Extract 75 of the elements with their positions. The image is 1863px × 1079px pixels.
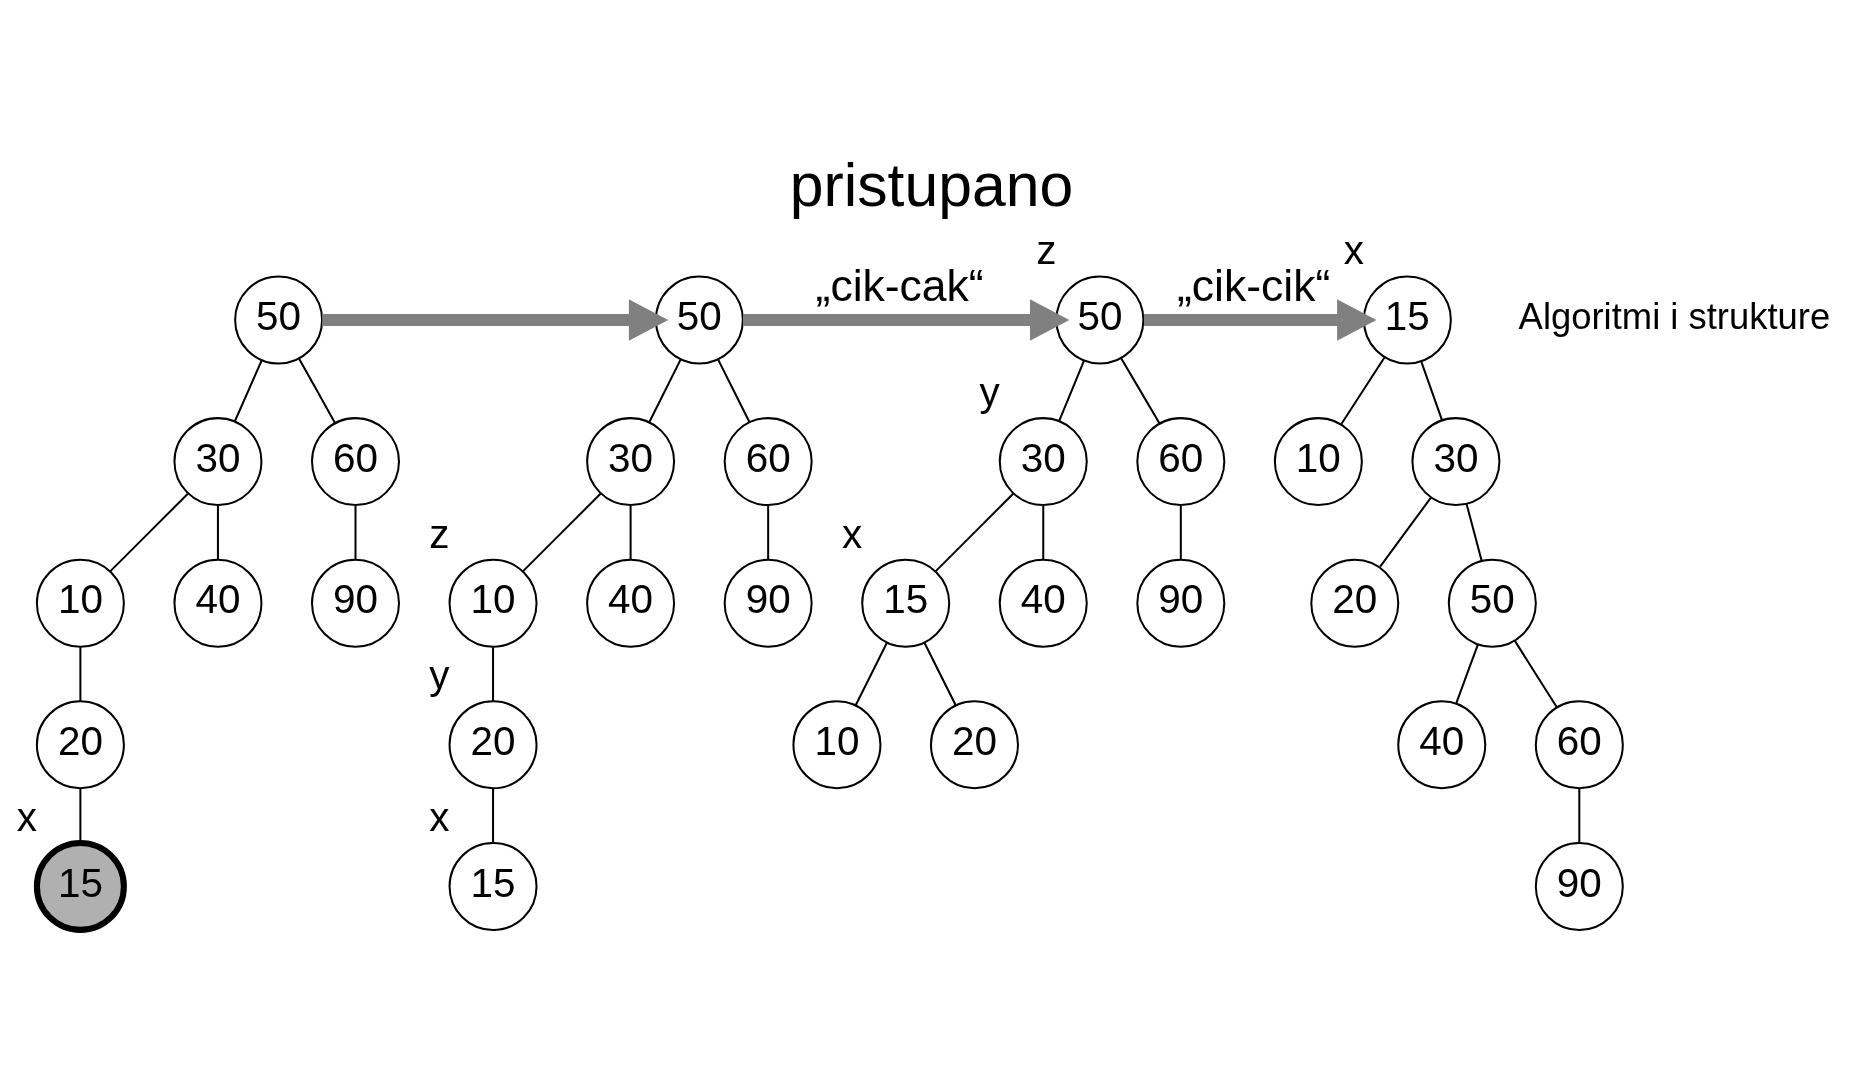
connector: [934, 492, 1015, 573]
connector: [1179, 505, 1182, 560]
node-circle: 90: [1136, 558, 1226, 648]
connector: [629, 505, 632, 560]
node-circle: 20: [35, 700, 125, 790]
connector: [1513, 640, 1558, 708]
node-circle: 10: [792, 700, 882, 790]
connector: [492, 647, 495, 702]
node-circle: 20: [930, 700, 1019, 790]
connector: [1058, 360, 1085, 422]
label: Algoritmi i strukture: [1518, 295, 1831, 337]
node-label: z: [429, 510, 450, 557]
connector: [1120, 357, 1161, 424]
connector: [109, 492, 189, 573]
node-circle: 50: [654, 275, 744, 365]
node-circle: 30: [586, 417, 676, 507]
node-circle: 50: [234, 275, 324, 365]
node-circle: 40: [173, 558, 263, 648]
node-label: x: [16, 793, 37, 840]
connector: [522, 492, 602, 573]
node-circle: 60: [1136, 417, 1226, 507]
node-circle: 60: [311, 417, 400, 507]
node-circle: 10: [35, 558, 125, 648]
node-circle: 60: [1534, 700, 1624, 790]
connector: [1465, 503, 1483, 561]
node-circle: 60: [723, 417, 813, 507]
connector: [1455, 643, 1479, 704]
node-circle: 10: [448, 558, 538, 648]
connector: [1420, 361, 1444, 421]
node-circle: 20: [1310, 558, 1400, 648]
node-circle: 30: [998, 417, 1088, 507]
connector: [1340, 356, 1386, 425]
connector: [79, 647, 82, 702]
node-circle: 30: [1411, 417, 1501, 507]
connector: [1042, 505, 1045, 560]
node-circle: 50: [1055, 275, 1145, 365]
arrow: [1143, 299, 1377, 341]
connector: [717, 359, 751, 423]
node-circle: 50: [1447, 558, 1537, 648]
connector: [1379, 497, 1432, 568]
node-label: z: [1036, 227, 1057, 274]
node-label: x: [429, 793, 450, 840]
node-circle: 15: [1362, 275, 1452, 365]
node-circle: 40: [586, 558, 676, 648]
node-circle: 10: [1273, 417, 1363, 507]
node-circle: 90: [1534, 841, 1624, 931]
connector: [233, 359, 263, 422]
node-circle: 15: [448, 841, 538, 931]
node-circle: 90: [723, 558, 813, 648]
edge-label: „cik-cak“: [815, 261, 984, 311]
node-circle: 40: [1397, 700, 1487, 790]
connector: [923, 642, 957, 706]
connector: [648, 359, 682, 423]
connector: [79, 788, 82, 843]
connector: [298, 358, 336, 424]
connector: [492, 788, 495, 843]
diagram-title: pristupano: [789, 150, 1074, 219]
node-label: y: [429, 652, 450, 699]
connector: [1578, 788, 1581, 843]
edge-label: „cik-cik“: [1177, 261, 1331, 311]
connector: [854, 642, 888, 706]
connector: [354, 505, 357, 560]
node-circle: 90: [311, 558, 400, 648]
connector: [767, 505, 770, 560]
node-label: y: [979, 368, 1000, 415]
node-label: x: [1343, 227, 1364, 274]
node-circle: 40: [998, 558, 1088, 648]
node-circle: 30: [173, 417, 263, 507]
connector: [216, 505, 219, 560]
node-label: x: [841, 510, 863, 557]
arrow: [322, 299, 669, 341]
node-circle: 20: [448, 700, 538, 790]
arrow: [743, 299, 1070, 341]
node-circle: 15: [861, 558, 951, 648]
node-circle: 15: [33, 839, 127, 933]
